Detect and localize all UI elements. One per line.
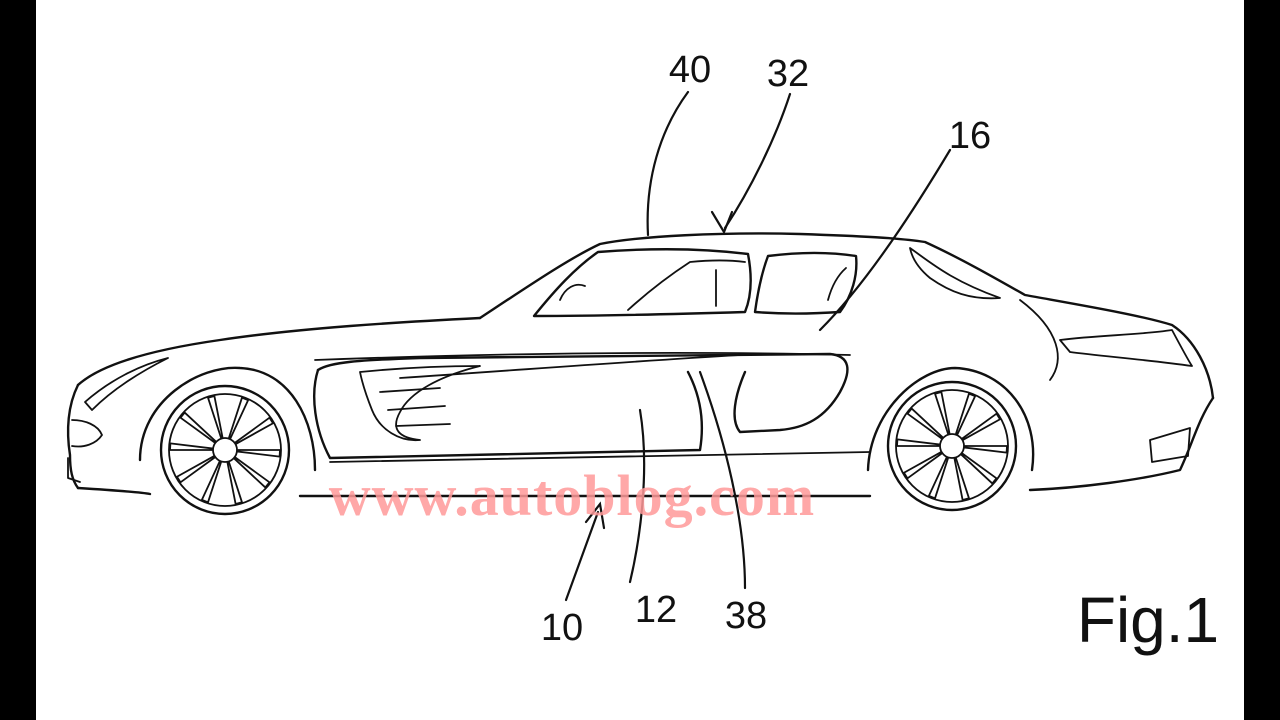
figure-label: Fig.1 <box>1077 584 1219 656</box>
watermark-text: www.autoblog.com <box>329 463 815 528</box>
front-wheel-spoke <box>179 411 217 444</box>
rear-wheel-spoke <box>903 451 943 480</box>
reference-numerals: 40 32 16 10 12 38 <box>541 49 991 649</box>
leader-40 <box>646 90 690 237</box>
leader-12 <box>628 408 646 584</box>
leader-38 <box>698 370 747 590</box>
door-panel <box>313 352 871 463</box>
rear-wheel <box>866 366 1035 512</box>
front-wheel <box>138 366 317 516</box>
front-wheel-spoke <box>234 416 274 445</box>
arrowhead-32 <box>710 210 734 235</box>
front-wheel-spoke <box>207 395 224 439</box>
front-wheel-spoke <box>169 442 213 451</box>
rear-wheel-spoke <box>953 457 970 501</box>
leader-32 <box>723 92 792 230</box>
rear-wheel-spoke <box>955 392 977 436</box>
ref-40: 40 <box>669 49 711 91</box>
front-wheel-spoke <box>226 461 243 505</box>
leader-10 <box>564 510 600 602</box>
front-wheel-spoke <box>200 460 222 504</box>
rear-wheel-spoke <box>961 412 1001 441</box>
arrowhead-10 <box>584 501 606 530</box>
rear-wheel-spoke <box>964 445 1008 454</box>
ref-38: 38 <box>725 595 767 637</box>
front-wheel-spoke <box>228 396 250 440</box>
drawing-sheet <box>36 0 1244 720</box>
side-windows <box>532 248 858 318</box>
leader-16 <box>818 148 952 332</box>
rear-wheel-spoke <box>906 407 944 440</box>
ref-12: 12 <box>635 589 677 631</box>
ref-10: 10 <box>541 607 583 649</box>
rear-wheel-spoke <box>896 438 940 447</box>
leader-lines <box>564 90 952 602</box>
rear-wheel-spoke <box>960 452 998 485</box>
front-wheel-spoke <box>237 449 281 458</box>
left-frame-bar <box>0 0 36 720</box>
rear-wheel-spoke <box>934 391 951 435</box>
ref-32: 32 <box>767 53 809 95</box>
right-frame-bar <box>1244 0 1280 720</box>
front-wheel-spoke <box>233 456 271 489</box>
front-wheel-spoke <box>176 455 216 484</box>
rear-wheel-spoke <box>927 456 949 500</box>
ref-16: 16 <box>949 115 991 157</box>
